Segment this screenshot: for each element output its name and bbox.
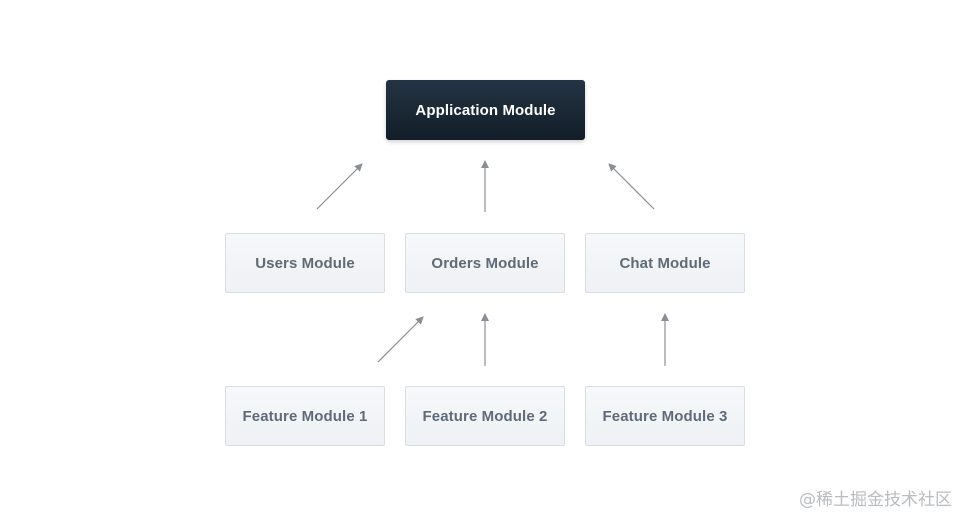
feature-module-1-node: Feature Module 1 xyxy=(225,386,385,446)
feature-module-2-node: Feature Module 2 xyxy=(405,386,565,446)
users-module-node: Users Module xyxy=(225,233,385,293)
arrow-users-to-app xyxy=(316,163,363,210)
chat-module-node: Chat Module xyxy=(585,233,745,293)
arrow-chat-to-app xyxy=(608,163,655,210)
application-module-node: Application Module xyxy=(386,80,585,140)
arrow-feat1-to-orders xyxy=(377,316,424,363)
watermark: @稀土掘金技术社区 xyxy=(799,490,952,510)
orders-module-node: Orders Module xyxy=(405,233,565,293)
feature-module-3-node: Feature Module 3 xyxy=(585,386,745,446)
